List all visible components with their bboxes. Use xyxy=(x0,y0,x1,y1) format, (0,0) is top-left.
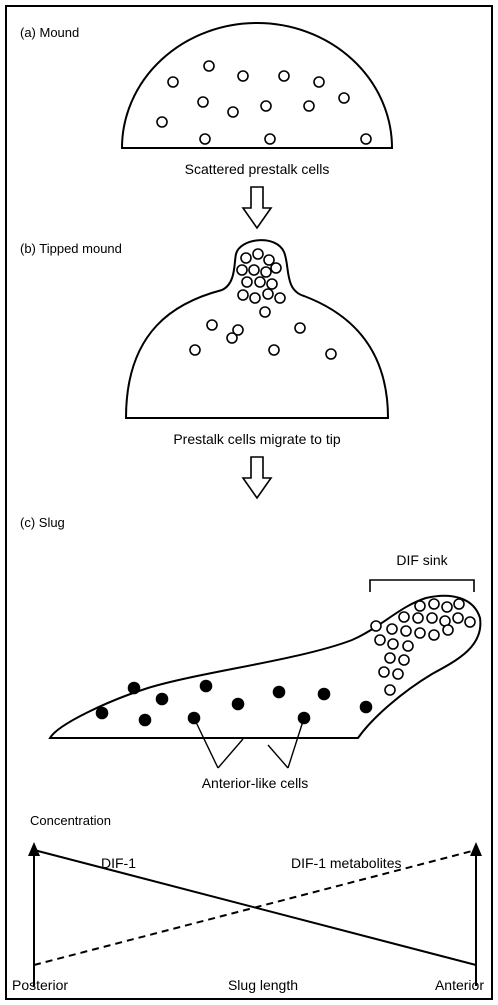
x-axis-right-label: Anterior xyxy=(435,977,484,993)
left-axis-arrow-icon xyxy=(28,842,40,856)
prestalk-cell xyxy=(413,613,423,623)
pointer-line xyxy=(268,745,288,768)
anterior-like-cell xyxy=(129,683,140,694)
prestalk-cell xyxy=(241,253,251,263)
panel-c-label: (c) Slug xyxy=(20,515,65,530)
prestalk-cell xyxy=(399,612,409,622)
prestalk-cell xyxy=(314,77,324,87)
prestalk-cell xyxy=(442,602,452,612)
dif1-series-label: DIF-1 xyxy=(101,855,136,871)
anterior-like-cell xyxy=(157,694,168,705)
prestalk-cell xyxy=(198,97,208,107)
anterior-like-cells-label: Anterior-like cells xyxy=(202,775,309,791)
slug-anterior-like-cells xyxy=(97,681,372,726)
tipped-mound-caption: Prestalk cells migrate to tip xyxy=(173,431,340,447)
prestalk-cell xyxy=(275,293,285,303)
prestalk-cell xyxy=(295,323,305,333)
prestalk-cell xyxy=(399,655,409,665)
prestalk-cell xyxy=(465,617,475,627)
prestalk-cell xyxy=(242,277,252,287)
prestalk-cell xyxy=(253,249,263,259)
prestalk-cell xyxy=(190,345,200,355)
prestalk-cell xyxy=(263,289,273,299)
prestalk-cell xyxy=(379,667,389,677)
arrow-tipped-to-slug-icon xyxy=(243,457,271,498)
panel-slug: (c) Slug DIF sink Anterior-like cells xyxy=(20,515,480,791)
panel-tipped-mound: (b) Tipped mound Prestalk cells migrate … xyxy=(20,240,388,447)
mound-caption: Scattered prestalk cells xyxy=(185,161,330,177)
prestalk-cell xyxy=(427,613,437,623)
panel-b-label: (b) Tipped mound xyxy=(20,241,122,256)
mound-cells xyxy=(157,61,371,144)
prestalk-cell xyxy=(326,349,336,359)
anterior-like-cell xyxy=(97,708,108,719)
mound-shape xyxy=(122,23,392,148)
prestalk-cell xyxy=(265,134,275,144)
prestalk-cell xyxy=(388,639,398,649)
prestalk-cell xyxy=(207,320,217,330)
prestalk-cell xyxy=(255,277,265,287)
anterior-like-cell xyxy=(233,699,244,710)
prestalk-cell xyxy=(261,267,271,277)
prestalk-cell xyxy=(260,307,270,317)
prestalk-cell xyxy=(387,624,397,634)
concentration-graph: Concentration DIF-1 DIF-1 metabolites Po… xyxy=(12,813,484,993)
prestalk-cell xyxy=(261,101,271,111)
prestalk-cell xyxy=(250,293,260,303)
prestalk-cell xyxy=(375,635,385,645)
figure-frame xyxy=(6,6,492,999)
pointer-line xyxy=(288,718,304,768)
prestalk-cell xyxy=(238,71,248,81)
anterior-like-pointer-lines xyxy=(194,718,304,768)
anterior-like-cell xyxy=(140,715,151,726)
prestalk-cell xyxy=(204,61,214,71)
prestalk-cell xyxy=(249,265,259,275)
anterior-like-cell xyxy=(361,702,372,713)
x-axis-label: Slug length xyxy=(228,977,298,993)
prestalk-cell xyxy=(429,630,439,640)
prestalk-cell xyxy=(443,625,453,635)
prestalk-cell xyxy=(361,134,371,144)
prestalk-cell xyxy=(403,641,413,651)
panel-a-label: (a) Mound xyxy=(20,25,79,40)
prestalk-cell xyxy=(168,77,178,87)
dif-sink-bracket xyxy=(370,580,474,592)
prestalk-cell xyxy=(393,669,403,679)
prestalk-cell xyxy=(454,599,464,609)
tipped-mound-cells xyxy=(190,249,336,359)
prestalk-cell xyxy=(401,626,411,636)
prestalk-cell xyxy=(228,107,238,117)
prestalk-cell xyxy=(339,93,349,103)
prestalk-cell xyxy=(385,653,395,663)
prestalk-cell xyxy=(371,621,381,631)
anterior-like-cell xyxy=(201,681,212,692)
prestalk-cell xyxy=(453,613,463,623)
right-axis-arrow-icon xyxy=(470,842,482,856)
prestalk-cell xyxy=(415,628,425,638)
prestalk-cell xyxy=(200,134,210,144)
x-axis-left-label: Posterior xyxy=(12,977,68,993)
pointer-line xyxy=(194,718,218,768)
panel-mound: (a) Mound Scattered prestalk cells xyxy=(20,23,392,177)
prestalk-cell xyxy=(385,685,395,695)
prestalk-cell xyxy=(429,599,439,609)
dif-sink-label: DIF sink xyxy=(396,552,448,568)
prestalk-cell xyxy=(267,279,277,289)
prestalk-cell xyxy=(227,333,237,343)
arrow-mound-to-tipped-icon xyxy=(243,187,271,228)
dif1-metabolites-series-label: DIF-1 metabolites xyxy=(291,855,401,871)
anterior-like-cell xyxy=(319,689,330,700)
y-axis-label: Concentration xyxy=(30,813,111,828)
prestalk-cell xyxy=(415,601,425,611)
prestalk-cell xyxy=(279,71,289,81)
prestalk-cell xyxy=(237,265,247,275)
anterior-like-cell xyxy=(274,687,285,698)
prestalk-cell xyxy=(304,101,314,111)
prestalk-cell xyxy=(238,290,248,300)
pointer-line xyxy=(218,739,243,768)
prestalk-cell xyxy=(269,345,279,355)
prestalk-cell xyxy=(271,263,281,273)
prestalk-cell xyxy=(157,117,167,127)
